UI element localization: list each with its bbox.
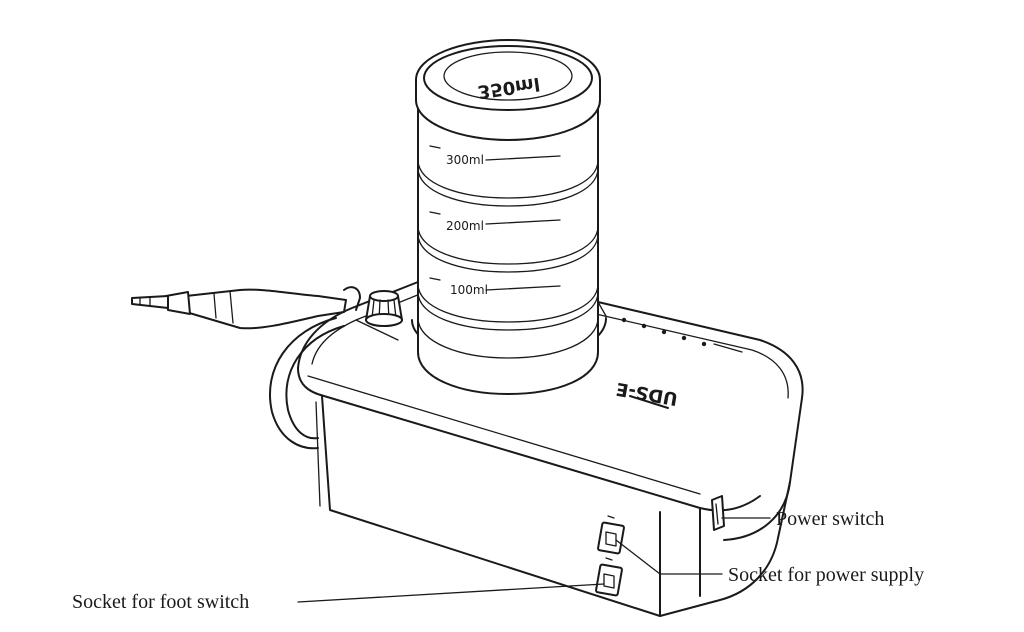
model-marking: UDS-E bbox=[615, 378, 680, 409]
label-power-socket: Socket for power supply bbox=[728, 564, 924, 586]
model-marking-underline bbox=[629, 395, 669, 409]
device-body bbox=[297, 281, 804, 617]
leader-power-socket bbox=[615, 539, 723, 575]
power-knob bbox=[365, 290, 403, 327]
scale-mark-300: 300ml bbox=[446, 153, 484, 167]
leader-foot-socket bbox=[297, 583, 605, 603]
power-supply-socket bbox=[597, 515, 625, 555]
handpiece-cable bbox=[269, 317, 345, 450]
label-foot-socket: Socket for foot switch bbox=[72, 591, 249, 613]
foot-switch-socket bbox=[595, 557, 623, 597]
water-bottle bbox=[411, 39, 607, 395]
scale-mark-100: 100ml bbox=[450, 283, 488, 297]
label-power-switch: Power switch bbox=[776, 508, 884, 530]
scale-mark-200: 200ml bbox=[446, 219, 484, 233]
power-switch bbox=[711, 495, 725, 531]
